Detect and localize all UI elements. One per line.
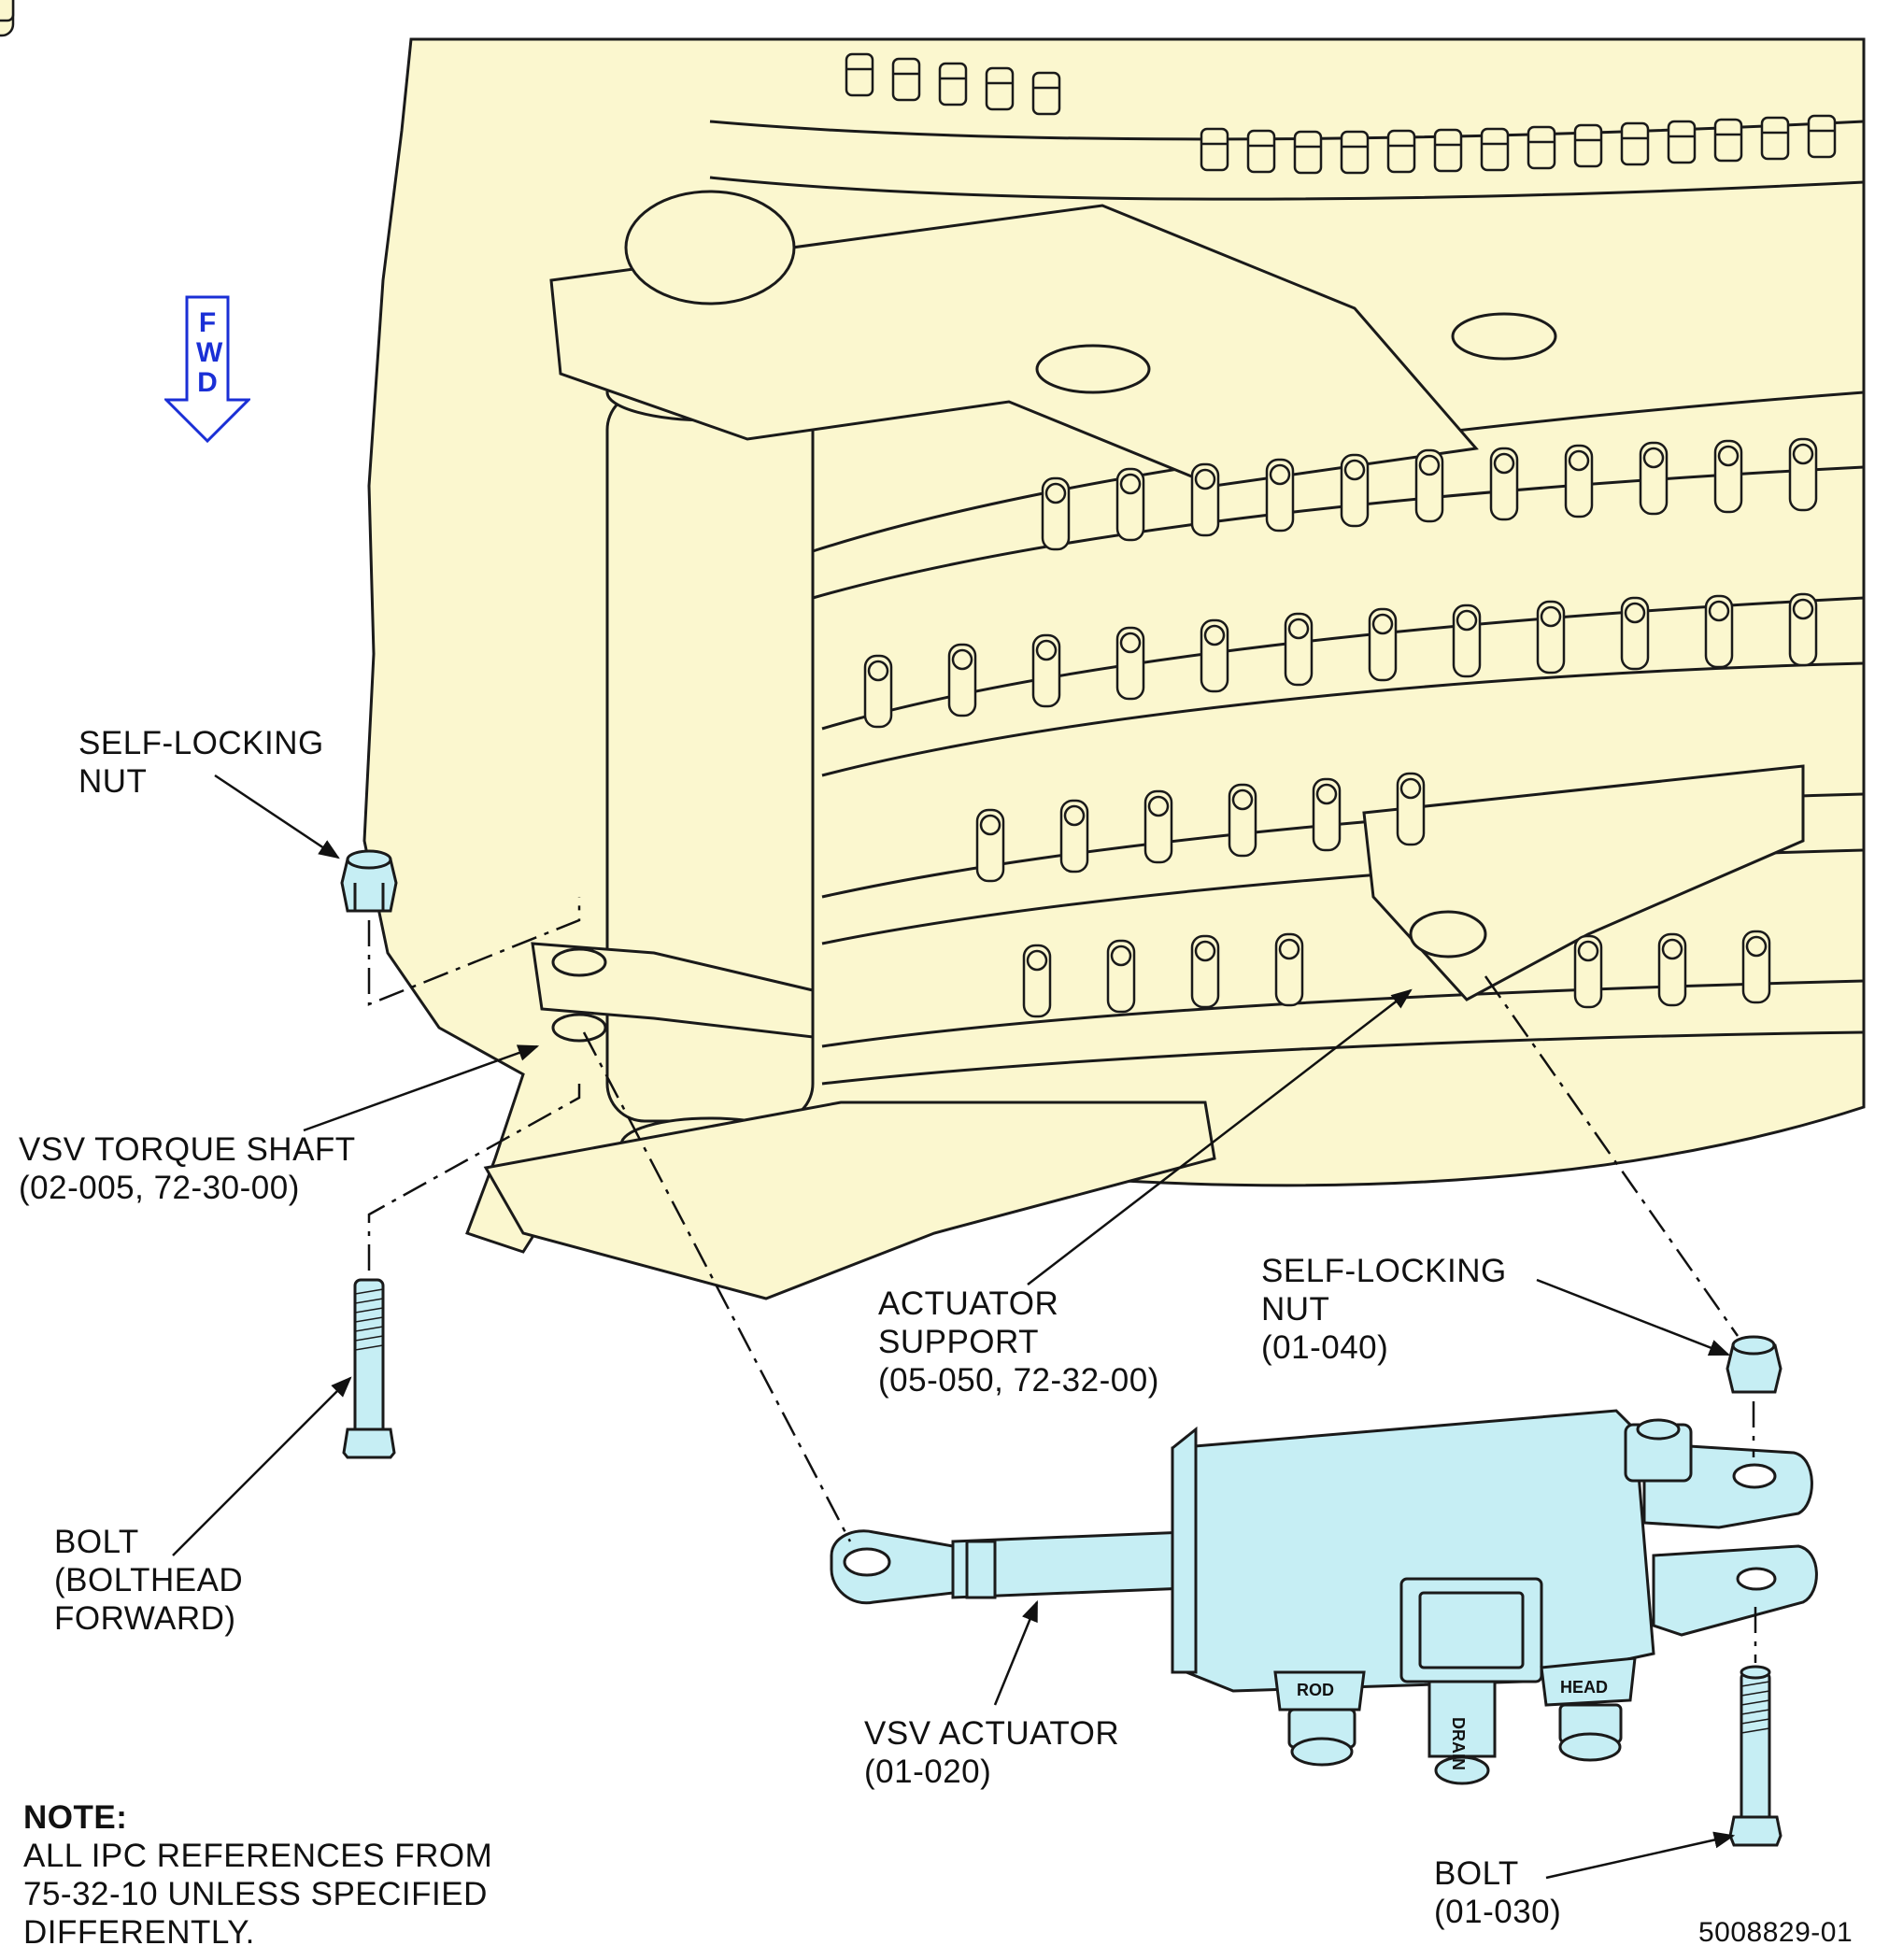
callout-vsv-torque-shaft: VSV TORQUE SHAFT (02-005, 72-30-00)	[19, 1130, 356, 1207]
callout-self-locking-nut-right: SELF-LOCKING NUT (01-040)	[1261, 1252, 1507, 1367]
callout-line: BOLT	[54, 1524, 139, 1560]
callout-bolt-right: BOLT (01-030)	[1434, 1854, 1561, 1931]
note-line: DIFFERENTLY.	[23, 1914, 255, 1951]
callout-line: FORWARD)	[54, 1600, 236, 1637]
assembly-lines	[367, 897, 1757, 1663]
callout-bolt-left: BOLT (BOLTHEAD FORWARD)	[54, 1523, 243, 1638]
callout-line: (02-005, 72-30-00)	[19, 1170, 300, 1206]
note-line: ALL IPC REFERENCES FROM	[23, 1838, 493, 1874]
note-title: NOTE:	[23, 1799, 128, 1836]
engine-casing	[362, 37, 1866, 1300]
vsv-actuator-part	[830, 1409, 1818, 1785]
callout-vsv-actuator: VSV ACTUATOR (01-020)	[864, 1714, 1119, 1791]
callout-line: NUT	[78, 763, 148, 800]
callout-line: SUPPORT	[878, 1324, 1040, 1360]
callout-line: (05-050, 72-32-00)	[878, 1362, 1159, 1399]
callout-line: BOLT	[1434, 1855, 1519, 1892]
callout-line: SELF-LOCKING	[1261, 1253, 1507, 1289]
forward-arrow-label: F W D	[196, 307, 223, 398]
callout-line: (01-040)	[1261, 1329, 1389, 1366]
callout-line: VSV TORQUE SHAFT	[19, 1131, 356, 1168]
bolt-left-part	[342, 1278, 396, 1459]
callout-self-locking-nut-left: SELF-LOCKING NUT	[78, 724, 324, 801]
self-locking-nut-left-part	[340, 849, 398, 913]
leader-lines	[172, 774, 1736, 1880]
callout-line: SELF-LOCKING	[78, 725, 324, 761]
callout-line: VSV ACTUATOR	[864, 1715, 1120, 1752]
note-line: 75-32-10 UNLESS SPECIFIED	[23, 1876, 488, 1912]
fwd-letter-w: W	[196, 337, 223, 368]
self-locking-nut-right-part	[1726, 1335, 1782, 1394]
callout-line: (BOLTHEAD	[54, 1562, 244, 1598]
actuator-port-labels: ROD DRAIN HEAD	[1297, 1678, 1608, 1770]
bolt-right-part	[1728, 1665, 1782, 1847]
forward-arrow-icon	[164, 295, 250, 444]
callout-line: (01-020)	[864, 1754, 992, 1790]
callout-line: ACTUATOR	[878, 1285, 1059, 1322]
fwd-letter-d: D	[197, 367, 218, 398]
drain-port-label: DRAIN	[1449, 1717, 1468, 1770]
flange-bolts	[0, 0, 1837, 175]
callout-line: NUT	[1261, 1291, 1330, 1328]
rod-port-label: ROD	[1297, 1681, 1334, 1699]
note-block: NOTE: ALL IPC REFERENCES FROM 75-32-10 U…	[23, 1798, 492, 1952]
callout-line: (01-030)	[1434, 1894, 1562, 1930]
callout-actuator-support: ACTUATOR SUPPORT (05-050, 72-32-00)	[878, 1285, 1159, 1399]
fwd-letter-f: F	[198, 307, 217, 338]
head-port-label: HEAD	[1560, 1678, 1608, 1697]
figure-number: 5008829-01	[1698, 1917, 1853, 1948]
